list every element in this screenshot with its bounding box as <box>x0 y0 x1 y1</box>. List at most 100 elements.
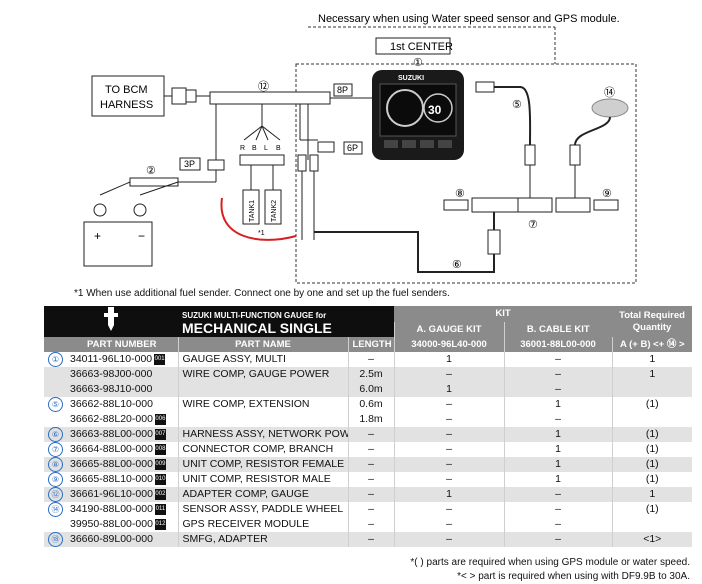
part-length: – <box>347 532 395 547</box>
part-name: HARNESS ASSY, NETWORK POWER <box>177 427 348 442</box>
part-number: 36662-88L20-000 <box>70 413 153 425</box>
part-name: UNIT COMP, RESISTOR FEMALE <box>177 457 348 472</box>
top-note: Necessary when using Water speed sensor … <box>318 13 620 25</box>
callout-12: ⑫ <box>258 80 269 93</box>
callout-2: ② <box>146 165 156 177</box>
total-header-2: Quantity <box>632 321 672 333</box>
row-callout: ⑤ <box>44 397 66 412</box>
parts-table: SUZUKI MULTI-FUNCTION GAUGE for MECHANIC… <box>44 306 693 547</box>
gauge-kit-qty: – <box>393 367 505 382</box>
bcm-label-1: TO BCM <box>105 84 148 96</box>
cable-kit-qty: – <box>503 532 613 547</box>
callout-9: ⑨ <box>602 188 612 200</box>
part-length: – <box>347 502 395 517</box>
tank1-label: TANK1 <box>249 200 256 222</box>
part-name <box>177 382 348 397</box>
gauge-kit-qty: – <box>393 397 505 412</box>
row-callout <box>44 367 66 382</box>
callout-8: ⑧ <box>455 188 465 200</box>
cable-kit-qty: – <box>503 502 613 517</box>
cable-kit-qty: – <box>503 412 613 427</box>
part-number-cell: 36662-88L10-000 <box>66 397 178 412</box>
part-name <box>177 412 348 427</box>
note-parentheses: *( ) parts are required when using GPS m… <box>410 557 690 568</box>
gauge-kit-qty: 1 <box>393 487 505 502</box>
total-qty: 1 <box>611 367 693 382</box>
total-header-1: Total Required <box>619 309 685 321</box>
cable-kit-qty: – <box>503 367 613 382</box>
part-tag: 002 <box>154 488 166 500</box>
battery: + − <box>83 203 153 267</box>
gauge-kit-qty: 1 <box>393 382 505 397</box>
part-number: 36663-98J00-000 <box>70 368 153 380</box>
gauge-kit-qty: – <box>393 457 505 472</box>
total-qty: (1) <box>611 457 693 472</box>
wire-letter-l: L <box>264 145 268 152</box>
gauge-kit-qty: – <box>393 442 505 457</box>
part-tag: 010 <box>154 473 166 485</box>
note-angle-brackets: *< > part is required when using with DF… <box>457 571 690 582</box>
total-qty <box>611 412 693 427</box>
part-number: 36660-89L00-000 <box>70 533 153 545</box>
wiring-diagram: Necessary when using Water speed sensor … <box>83 13 637 284</box>
row-callout <box>44 517 66 532</box>
callout-5: ⑤ <box>512 99 522 111</box>
row-callout: ⑧ <box>44 457 66 472</box>
part-name: GPS RECEIVER MODULE <box>177 517 348 532</box>
total-qty: (1) <box>611 427 693 442</box>
part-number: 36664-88L00-000 <box>70 443 153 455</box>
kit-header: KIT <box>394 306 613 322</box>
part-name: GAUGE ASSY, MULTI <box>177 352 348 367</box>
part-number: 36665-88L10-000 <box>70 473 153 485</box>
part-number-cell: 36660-89L00-000 <box>66 532 178 547</box>
row-callout: ⑨ <box>44 472 66 487</box>
total-qty <box>611 517 693 532</box>
row-callout: ① <box>44 352 66 367</box>
total-qty: 1 <box>611 352 693 367</box>
conn-8p: 8P <box>337 85 348 95</box>
red-highlight-curve <box>220 197 297 241</box>
total-qty: (1) <box>611 397 693 412</box>
part-number: 36665-88L00-000 <box>70 458 153 470</box>
multi-gauge: SUZUKI 30 <box>372 70 464 160</box>
part-number-cell: 36663-98J10-000 <box>66 382 178 397</box>
outboard-icon <box>44 306 178 337</box>
part-number: 34011-96L10-000 <box>70 353 153 365</box>
col-a-kit-number: 34000-96L40-000 <box>393 337 505 352</box>
part-tag: 007 <box>154 428 166 440</box>
gauge-kit-qty: – <box>393 472 505 487</box>
center-label: 1st CENTER <box>390 41 453 53</box>
col-b-kit: B. CABLE KIT <box>503 321 613 337</box>
part-length: 0.6m <box>347 397 395 412</box>
gauge-kit-qty: – <box>393 532 505 547</box>
part-tag: 006 <box>154 413 166 425</box>
callout-number: ⑨ <box>48 472 63 487</box>
col-length: LENGTH <box>347 337 395 352</box>
gauge-kit-qty: 1 <box>393 352 505 367</box>
part-name: WIRE COMP, EXTENSION <box>177 397 348 412</box>
total-qty: 1 <box>611 487 693 502</box>
part-length: – <box>347 517 395 532</box>
part-length: – <box>347 352 395 367</box>
total-qty: (1) <box>611 442 693 457</box>
callout-1: ① <box>413 57 423 69</box>
total-qty <box>611 382 693 397</box>
col-total: A (+ B) <+ ⑭ > <box>611 337 693 352</box>
part-tag: 009 <box>154 458 166 470</box>
bcm-harness-box <box>91 75 165 117</box>
callout-number: ⑱ <box>48 532 63 547</box>
wire-letter-b1: B <box>252 145 257 152</box>
battery-plus: + <box>94 229 101 243</box>
